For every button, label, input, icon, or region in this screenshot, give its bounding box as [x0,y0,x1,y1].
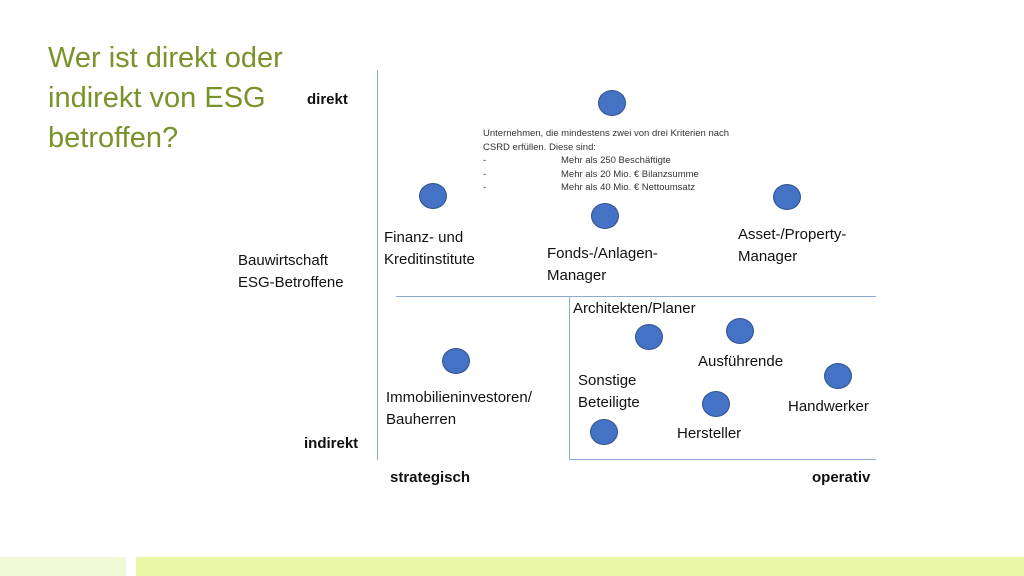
group-label-line: Finanz- und [384,229,464,246]
group-fonds: Fonds-/Anlagen- Manager [547,243,658,287]
axis-label-direkt: direkt [307,91,348,108]
row-label: Bauwirtschaft ESG-Betroffene [238,250,344,294]
note-criterion-text: Mehr als 40 Mio. € Nettoumsatz [561,182,696,193]
axis-label-operativ: operativ [812,469,871,486]
group-label-line: Sonstige [578,372,637,389]
group-sonstige: Sonstige Beteiligte [578,370,640,414]
axis-label-indirekt: indirekt [304,435,359,452]
horizontal-divider-line [396,296,876,297]
group-label-line: Kreditinstitute [384,251,475,268]
immobilien-dot [442,348,470,374]
group-label-line: Handwerker [788,398,869,415]
note-bullet: - [483,168,487,180]
footer-bar-left [0,557,126,576]
group-label-line: Manager [547,267,607,284]
row-label-line1: Bauwirtschaft [238,252,329,269]
vertical-axis-line [377,70,378,460]
group-label-line: Manager [738,248,798,265]
vertical-divider-line [569,296,570,460]
sonstige-dot [590,419,618,445]
ausfuehrende-dot [726,318,754,344]
group-label-line: Ausführende [698,353,784,370]
group-architekten: Architekten/Planer [573,298,696,320]
note-line2: CSRD erfüllen. Diese sind: [483,141,596,153]
asset-dot [773,184,801,210]
group-label-line: Immobilieninvestoren/ [386,389,532,406]
group-ausfuehrende: Ausführende [698,351,783,373]
axis-label-strategisch: strategisch [390,469,471,486]
group-label-line: Fonds-/Anlagen- [547,245,658,262]
csrd-note: Unternehmen, die mindestens zwei von dre… [483,127,783,195]
note-line1: Unternehmen, die mindestens zwei von dre… [483,128,730,139]
group-label-line: Bauherren [386,411,457,428]
note-bullet: - [483,155,487,166]
note-criterion: - Mehr als 250 Beschäftigte [483,154,783,168]
bottom-axis-line [570,459,876,460]
note-criterion: - Mehr als 20 Mio. € Bilanzsumme [483,168,783,182]
note-criterion-text: Mehr als 20 Mio. € Bilanzsumme [561,168,699,180]
finanz-dot [419,183,447,209]
group-label-line: Beteiligte [578,394,640,411]
note-criterion-text: Mehr als 250 Beschäftigte [561,155,671,166]
hersteller-dot [702,391,730,417]
group-finanz: Finanz- und Kreditinstitute [384,227,475,271]
csrd-dot [598,90,626,116]
note-criterion: - Mehr als 40 Mio. € Nettoumsatz [483,181,783,195]
footer-bar-right [136,557,1024,576]
architekten-dot [635,324,663,350]
group-asset: Asset-/Property- Manager [738,224,846,268]
group-immobilien: Immobilieninvestoren/ Bauherren [386,387,532,431]
group-handwerker: Handwerker [788,396,869,418]
group-label-line: Hersteller [677,425,742,442]
handwerker-dot [824,363,852,389]
note-bullet: - [483,182,487,193]
group-hersteller: Hersteller [677,423,741,445]
group-label-line: Architekten/Planer [573,300,696,317]
page-title: Wer ist direkt oder indirekt von ESG bet… [48,42,283,154]
group-label-line: Asset-/Property- [738,226,847,243]
row-label-line2: ESG-Betroffene [238,274,344,291]
fonds-dot [591,203,619,229]
